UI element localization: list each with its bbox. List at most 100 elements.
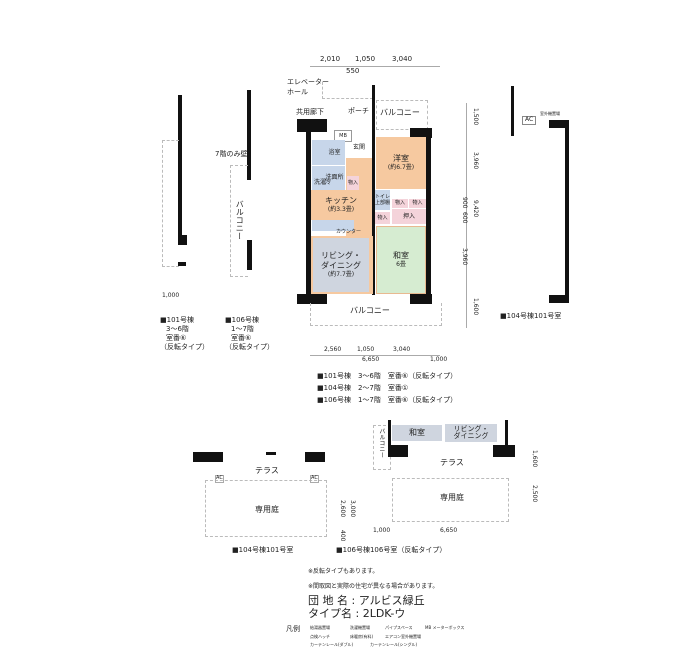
dim-right-3: 900 <box>460 197 468 209</box>
label-terrace-b: テラス <box>440 458 464 467</box>
wall <box>505 420 508 450</box>
ac-a-2: AC <box>310 475 319 483</box>
ac-a-1: AC <box>215 475 224 483</box>
wall <box>410 128 432 138</box>
note-1: ※反転タイプもあります。 <box>308 568 379 575</box>
label-kitchen: キッチン <box>325 196 357 206</box>
label-7f-wall: 7階のみ壁 <box>215 150 248 158</box>
kitchen-counter <box>312 220 354 231</box>
storage-1: 物入 <box>347 176 359 190</box>
storage-2: 物入 <box>392 199 408 208</box>
legend-item: MB メーターボックス <box>425 625 465 630</box>
label-japanese-gb: 和室 <box>409 428 425 437</box>
dim-bottom-3: 3,040 <box>393 346 411 353</box>
legend-item: 床暖房(有料) <box>350 634 374 639</box>
caption-right: ■104号棟101号室 <box>500 312 562 320</box>
label-garden-a: 専用庭 <box>255 505 279 514</box>
legend-item: パイプスペース <box>385 625 413 630</box>
dim-right-2: 3,960 <box>471 152 479 170</box>
garden-outline <box>205 480 327 537</box>
label-japanese-size: 6畳 <box>396 261 406 269</box>
info-block: 団 地 名 : アルビス緑丘 タイプ名 : 2LDK-ウ <box>308 594 425 620</box>
balcony-bottom-outline <box>310 303 442 326</box>
caption-b-3: 室番⑥ <box>231 334 252 342</box>
dim-a-2: 3,000 <box>348 500 356 518</box>
balcony-top-outline <box>376 100 428 130</box>
wall <box>565 120 569 300</box>
legend-item: 洗濯機置場 <box>350 625 370 630</box>
label-living-size: (約7.7畳) <box>327 271 355 279</box>
wall <box>297 294 327 304</box>
closet: 押入 <box>392 209 426 224</box>
balcony-outline <box>162 140 179 267</box>
label-living-gb-1: リビング・ <box>453 425 489 433</box>
label-western-room: 洋室 <box>393 154 409 164</box>
meter-box: MB <box>334 130 352 142</box>
label-washer: 洗濯 <box>314 179 327 186</box>
label-storage-4: 物入 <box>377 214 388 221</box>
dim-right-4: 600 <box>460 212 468 224</box>
wall <box>266 452 276 455</box>
wall <box>410 294 432 304</box>
legend-title: 凡例 <box>286 625 300 633</box>
label-garden-b: 専用庭 <box>440 493 464 502</box>
ac-unit: AC <box>522 116 537 125</box>
wall <box>388 420 391 450</box>
caption-b-4: （反転タイプ） <box>225 343 274 351</box>
dim-right-6: 3,960 <box>460 248 468 266</box>
caption-b-1: ■106号棟 <box>225 316 259 324</box>
label-elevator-hall-2: ホール <box>287 88 308 96</box>
wall <box>549 120 569 128</box>
label-balcony-b: バルコニー <box>235 200 245 240</box>
label-living-gb-2: ダイニング <box>453 432 489 440</box>
label-fridge: 冷 <box>325 179 332 186</box>
wall <box>180 235 187 245</box>
dim-right-1: 1,500 <box>471 108 479 126</box>
room-western: 洋室(約6.7畳) <box>376 137 426 189</box>
room-washroom: 洗面所 <box>312 166 345 190</box>
room-bath: 浴室 <box>312 140 345 165</box>
balcony-outline <box>230 165 248 277</box>
applies-to-3: ■106号棟 1～7階 室番⑥（反転タイプ） <box>317 396 458 404</box>
dim-top-2: 1,050 <box>355 55 376 63</box>
legend-item: カーテンレール(シングル) <box>370 642 418 647</box>
note-2: ※間取図と実際の住宅が異なる場合があります。 <box>308 583 439 590</box>
dim-line-vertical <box>466 103 467 328</box>
label-mb: MB <box>339 132 347 139</box>
label-common-corridor: 共用廊下 <box>296 108 324 116</box>
label-western-size: (約6.7畳) <box>387 164 415 172</box>
storage-3: 物入 <box>409 199 426 208</box>
wall <box>193 452 223 462</box>
applies-to-1: ■101号棟 3～6階 室番⑥（反転タイプ） <box>317 372 458 380</box>
dim-line <box>310 355 440 356</box>
complex-label: 団 地 名 <box>308 594 348 607</box>
wall <box>388 445 408 457</box>
label-balcony-gb: バルコニー <box>377 428 385 458</box>
caption-a-1: ■101号棟 <box>160 316 194 324</box>
dim-right-7: 1,600 <box>471 298 479 316</box>
label-toilet-sub: 上部棚 <box>375 200 391 206</box>
type-label: タイプ名 <box>308 607 352 620</box>
storage-4: 物入 <box>375 212 390 224</box>
ac-note: 室外機置場 <box>540 111 560 116</box>
wall <box>305 452 325 462</box>
dim-variant-a: 1,000 <box>162 292 180 299</box>
wall <box>549 295 569 303</box>
legend-item: エアコン室外機置場 <box>385 634 421 639</box>
room-toilet: トイレ上部棚 <box>375 190 390 210</box>
wall <box>372 85 375 295</box>
room-living-dining: リビング・ダイニング(約7.7畳) <box>313 238 369 292</box>
label-living-1: リビング・ <box>321 251 361 261</box>
label-living-2: ダイニング <box>321 261 361 271</box>
label-counter: カウンター <box>336 229 362 235</box>
wall <box>178 262 186 266</box>
dim-bottom-2: 1,050 <box>357 346 375 353</box>
caption-ground-b: ■106号棟106号室（反転タイプ） <box>336 546 447 554</box>
room-living-gb: リビング・ダイニング <box>445 424 497 442</box>
caption-a-2: 3～6階 <box>166 325 189 333</box>
wall <box>297 119 327 132</box>
dim-right-5: 9,420 <box>471 200 479 218</box>
applies-to-2: ■104号棟 2～7階 室番① <box>317 384 409 392</box>
